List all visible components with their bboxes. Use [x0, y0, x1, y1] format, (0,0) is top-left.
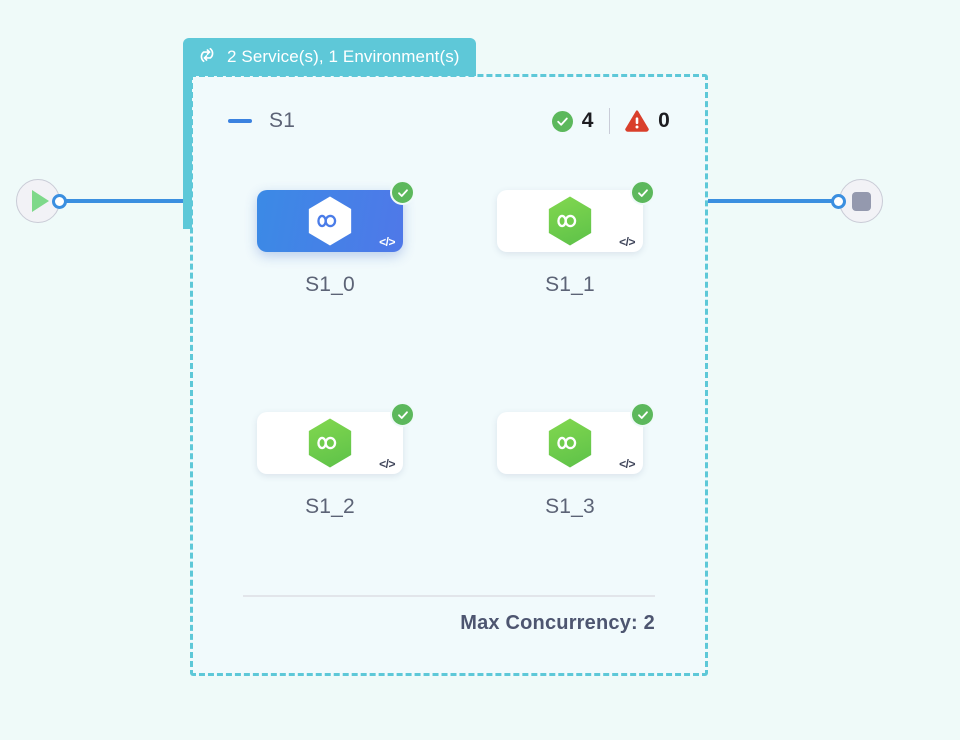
max-concurrency-label: Max Concurrency: 2: [460, 612, 655, 634]
hexagon-service-icon: [307, 196, 353, 246]
code-glyph: </>: [379, 235, 395, 249]
check-circle-icon: [630, 402, 655, 427]
service-node: </> S1_0: [257, 180, 415, 297]
hexagon-service-icon: [547, 196, 593, 246]
stage-counters: 4 0: [551, 108, 670, 134]
service-node-label: S1_0: [305, 273, 355, 296]
code-glyph: </>: [619, 457, 635, 471]
group-header-title: 2 Service(s), 1 Environment(s): [227, 47, 460, 66]
check-circle-icon: [390, 180, 415, 205]
warning-count: 0: [658, 109, 670, 132]
connector-line-start-to-group: [64, 199, 190, 203]
counter-divider: [608, 108, 611, 134]
play-icon: [32, 190, 49, 212]
end-node-input-port[interactable]: [831, 194, 846, 209]
service-node-label: S1_1: [545, 273, 595, 296]
stage-label: S1: [269, 109, 296, 132]
service-node: </> S1_2: [257, 402, 415, 519]
service-node-card[interactable]: </>: [497, 402, 655, 474]
check-circle-icon: [390, 402, 415, 427]
start-node-output-port[interactable]: [52, 194, 67, 209]
stop-icon: [851, 191, 871, 211]
group-header-tab[interactable]: 2 Service(s), 1 Environment(s): [183, 38, 476, 76]
code-glyph: </>: [379, 457, 395, 471]
connector-line-group-to-end: [708, 199, 833, 203]
service-node-label: S1_2: [305, 495, 355, 518]
service-node: </> S1_3: [497, 402, 655, 519]
hexagon-service-icon: [547, 418, 593, 468]
service-node: </> S1_1: [497, 180, 655, 297]
service-node-label: S1_3: [545, 495, 595, 518]
minus-icon[interactable]: [228, 119, 252, 123]
footer-divider: [243, 595, 655, 597]
loop-icon: [197, 45, 217, 70]
code-glyph: </>: [619, 235, 635, 249]
group-left-edge-strip: [183, 74, 192, 229]
stage-header-row: S1 4 0: [228, 104, 670, 138]
check-circle-icon: [630, 180, 655, 205]
hexagon-service-icon: [307, 418, 353, 468]
service-group-container: [190, 74, 708, 676]
warning-triangle-icon: [625, 110, 649, 132]
service-node-card[interactable]: </>: [257, 180, 415, 252]
check-circle-icon: [551, 110, 573, 132]
service-node-card[interactable]: </>: [257, 402, 415, 474]
success-count: 4: [581, 109, 594, 132]
service-node-card[interactable]: </>: [497, 180, 655, 252]
